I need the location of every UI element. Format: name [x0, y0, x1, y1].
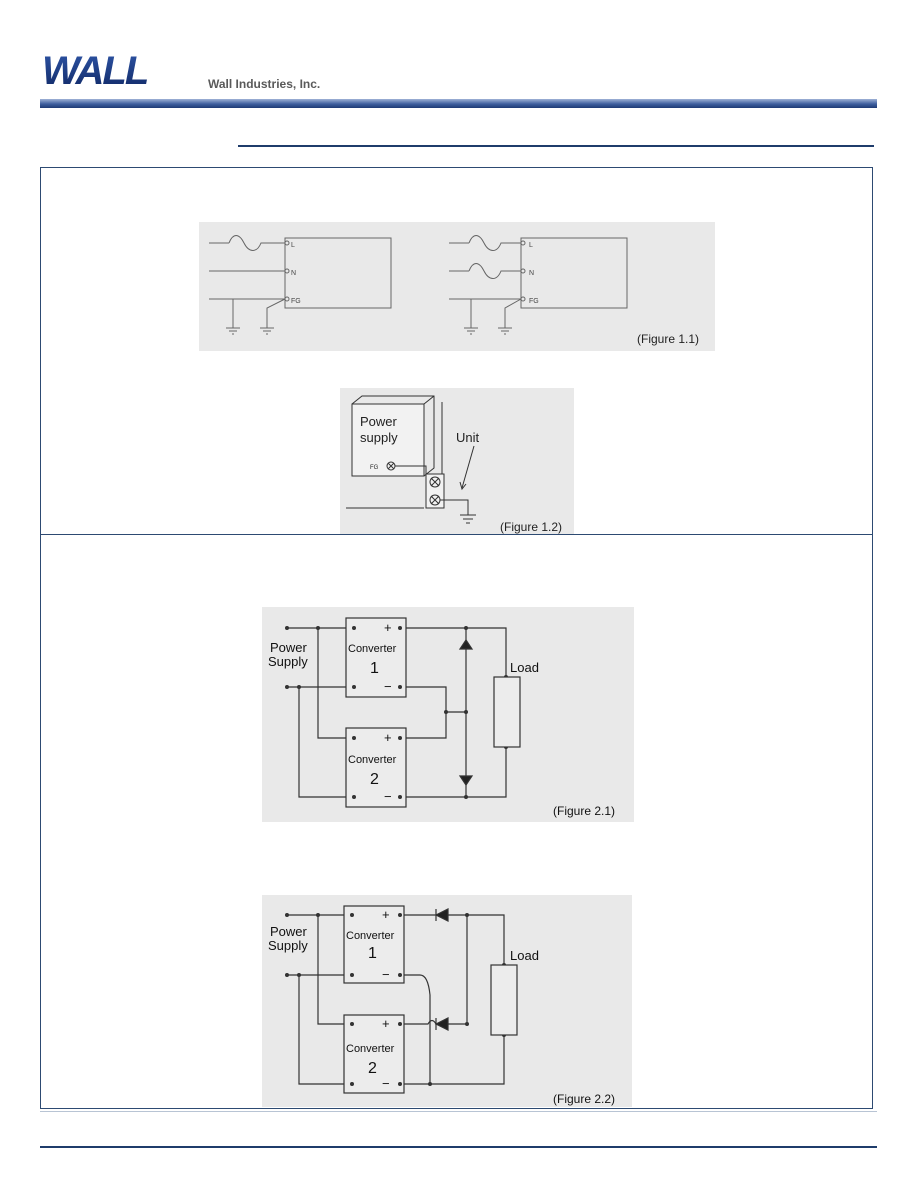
svg-text:+: +: [384, 620, 392, 635]
svg-text:−: −: [384, 789, 392, 804]
svg-text:WALL: WALL: [42, 49, 148, 90]
figure-2-1: Power Supply Converter 1 Converter 2 + −…: [262, 607, 634, 822]
header-bar: [40, 99, 877, 108]
svg-text:Load: Load: [510, 660, 539, 675]
svg-text:FG: FG: [291, 298, 301, 305]
svg-text:Power: Power: [270, 924, 308, 939]
svg-text:FG: FG: [529, 298, 539, 305]
svg-text:Converter: Converter: [348, 754, 397, 766]
figure-2-2-caption: (Figure 2.2): [553, 1092, 615, 1106]
svg-text:−: −: [382, 1076, 390, 1091]
figure-1-1-caption: (Figure 1.1): [637, 332, 699, 346]
svg-text:L: L: [529, 242, 533, 249]
figure-1-2: Power supply FG Unit (Figure 1.2): [340, 388, 574, 534]
svg-text:+: +: [382, 1016, 390, 1031]
svg-text:2: 2: [370, 771, 379, 788]
figure-2-2: Power Supply Converter 1 Converter 2 + −…: [262, 895, 632, 1107]
wall-logo: WALL: [42, 49, 150, 90]
svg-text:FG: FG: [370, 465, 379, 471]
svg-text:Unit: Unit: [456, 430, 480, 445]
svg-text:Supply: Supply: [268, 938, 308, 953]
figure-1-2-caption: (Figure 1.2): [500, 520, 562, 534]
footer-rule: [40, 1146, 877, 1148]
svg-text:−: −: [382, 967, 390, 982]
svg-text:N: N: [291, 270, 296, 277]
svg-text:1: 1: [370, 660, 379, 677]
svg-text:−: −: [384, 679, 392, 694]
content-panel: [40, 167, 873, 1109]
svg-text:Load: Load: [510, 948, 539, 963]
svg-text:1: 1: [368, 945, 377, 962]
panel-divider: [40, 534, 873, 535]
svg-text:+: +: [382, 907, 390, 922]
figure-1-1: L N FG L N FG (Figure 1.1): [199, 222, 715, 351]
svg-text:supply: supply: [360, 430, 398, 445]
figure-2-1-caption: (Figure 2.1): [553, 804, 615, 818]
svg-text:Power: Power: [270, 640, 308, 655]
svg-text:Supply: Supply: [268, 654, 308, 669]
svg-text:Converter: Converter: [346, 1043, 395, 1055]
svg-text:Converter: Converter: [346, 930, 395, 942]
svg-text:L: L: [291, 242, 295, 249]
header-rule: [238, 145, 874, 147]
svg-text:Converter: Converter: [348, 643, 397, 655]
svg-text:2: 2: [368, 1060, 377, 1077]
svg-text:Power: Power: [360, 414, 398, 429]
svg-text:N: N: [529, 270, 534, 277]
svg-text:+: +: [384, 730, 392, 745]
company-name: Wall Industries, Inc.: [208, 77, 321, 91]
panel-bottom-rule: [40, 1111, 877, 1112]
